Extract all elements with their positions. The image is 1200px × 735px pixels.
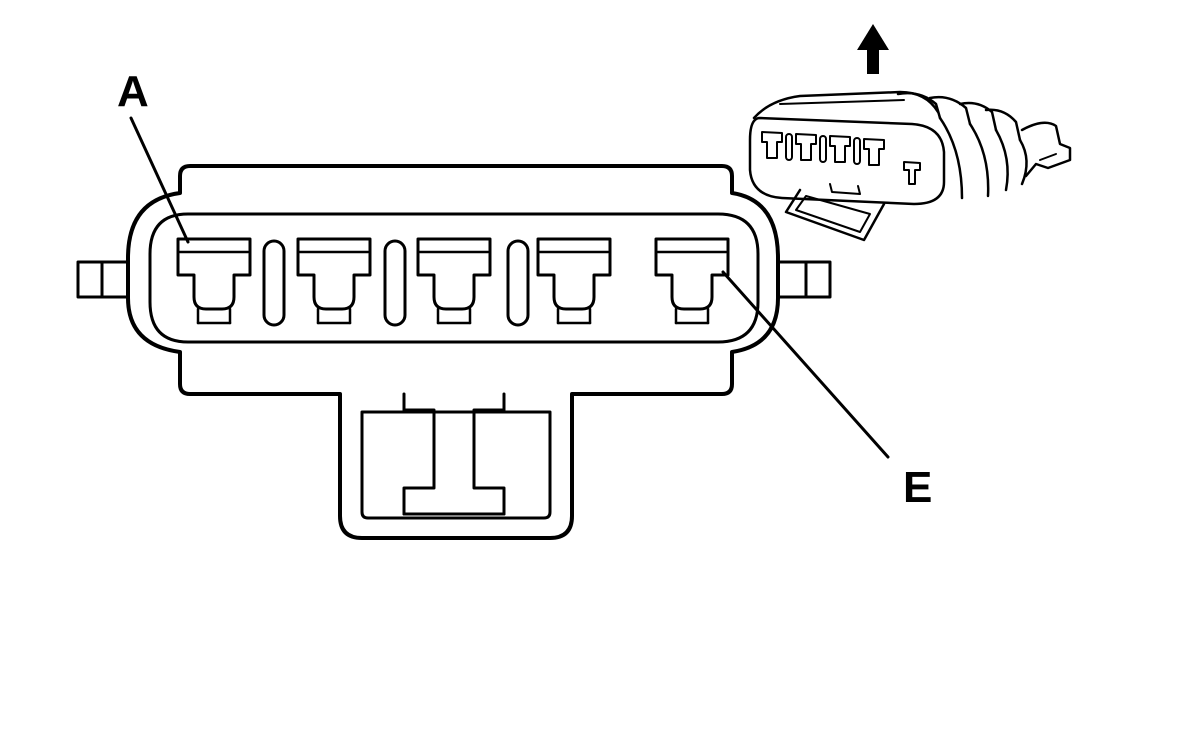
inset-bottom-latch — [784, 188, 886, 242]
pin-terminal-c — [416, 237, 492, 325]
connector-front-view: A E — [76, 67, 932, 540]
pin-terminal-e — [654, 237, 730, 325]
pin-label-a: A — [117, 67, 149, 116]
bottom-locking-latch — [360, 392, 552, 520]
arrow-up-icon — [857, 24, 889, 74]
label-e-leader-line — [721, 270, 890, 459]
pin-terminal-a — [176, 237, 252, 325]
terminal-separator-rib — [262, 239, 286, 327]
pin-terminal-b — [296, 237, 372, 325]
pin-terminal-d — [536, 237, 612, 325]
right-mounting-tab — [776, 260, 832, 299]
connector-inner-cavity — [148, 212, 760, 344]
connector-housing-outline — [126, 164, 780, 540]
rear-wire-tab — [1020, 121, 1072, 178]
terminal-separator-rib — [506, 239, 530, 327]
terminal-separator-rib — [383, 239, 407, 327]
rear-seal-ribs — [896, 91, 1028, 200]
inset-pin-terminals — [761, 131, 921, 185]
inset-housing-top — [752, 90, 940, 120]
label-a-leader-line — [129, 116, 190, 244]
left-mounting-tab — [76, 260, 130, 299]
pin-label-e: E — [903, 463, 932, 512]
connector-perspective-view — [748, 24, 1072, 242]
inset-housing-front — [748, 116, 946, 206]
